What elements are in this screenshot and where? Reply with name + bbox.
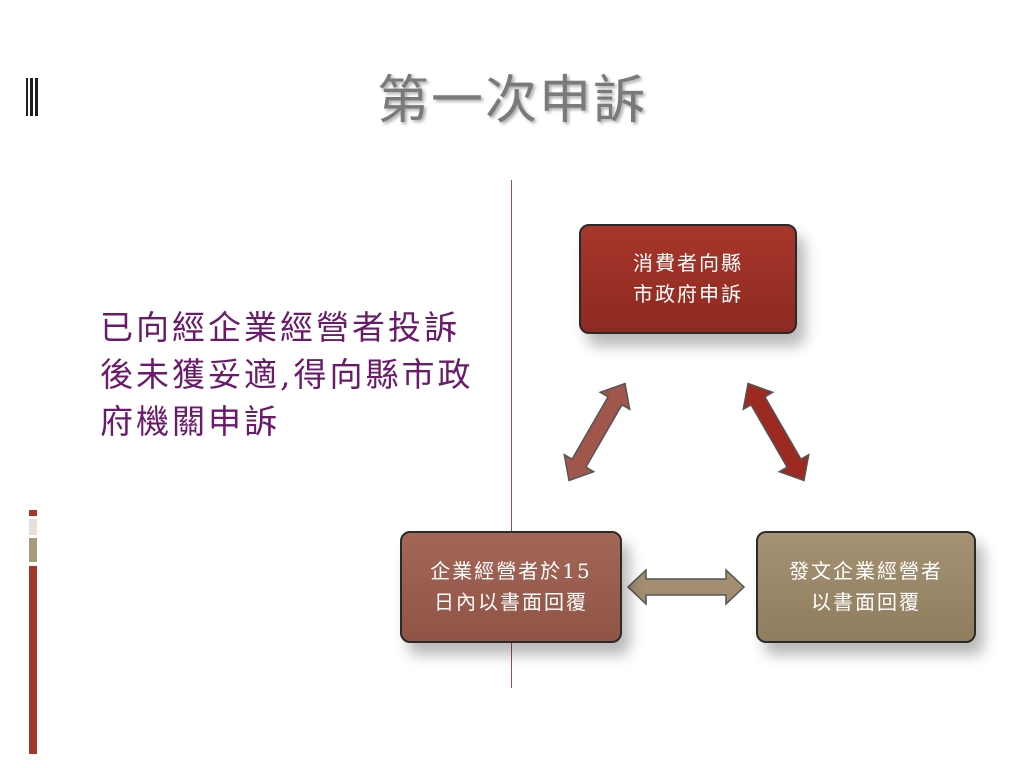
node-consumer-complaint: 消費者向縣 市政府申訴 xyxy=(579,224,797,334)
accent-segment-light xyxy=(29,519,37,535)
slide-title: 第一次申訴 xyxy=(376,71,647,131)
accent-segment-red xyxy=(29,566,37,754)
body-text: 已向經企業經營者投訴後未獲妥適,得向縣市政府機關申訴 xyxy=(100,308,474,441)
node-notify-business: 發文企業經營者 以書面回覆 xyxy=(756,531,976,643)
accent-segment-tan xyxy=(29,538,37,562)
arrow-left-right xyxy=(626,568,746,606)
node-business-reply: 企業經營者於15 日內以書面回覆 xyxy=(400,531,622,643)
arrow-left-top xyxy=(563,382,631,482)
accent-segment-red-small xyxy=(29,510,37,516)
divider-line xyxy=(511,180,512,688)
arrow-top-right xyxy=(742,382,810,482)
